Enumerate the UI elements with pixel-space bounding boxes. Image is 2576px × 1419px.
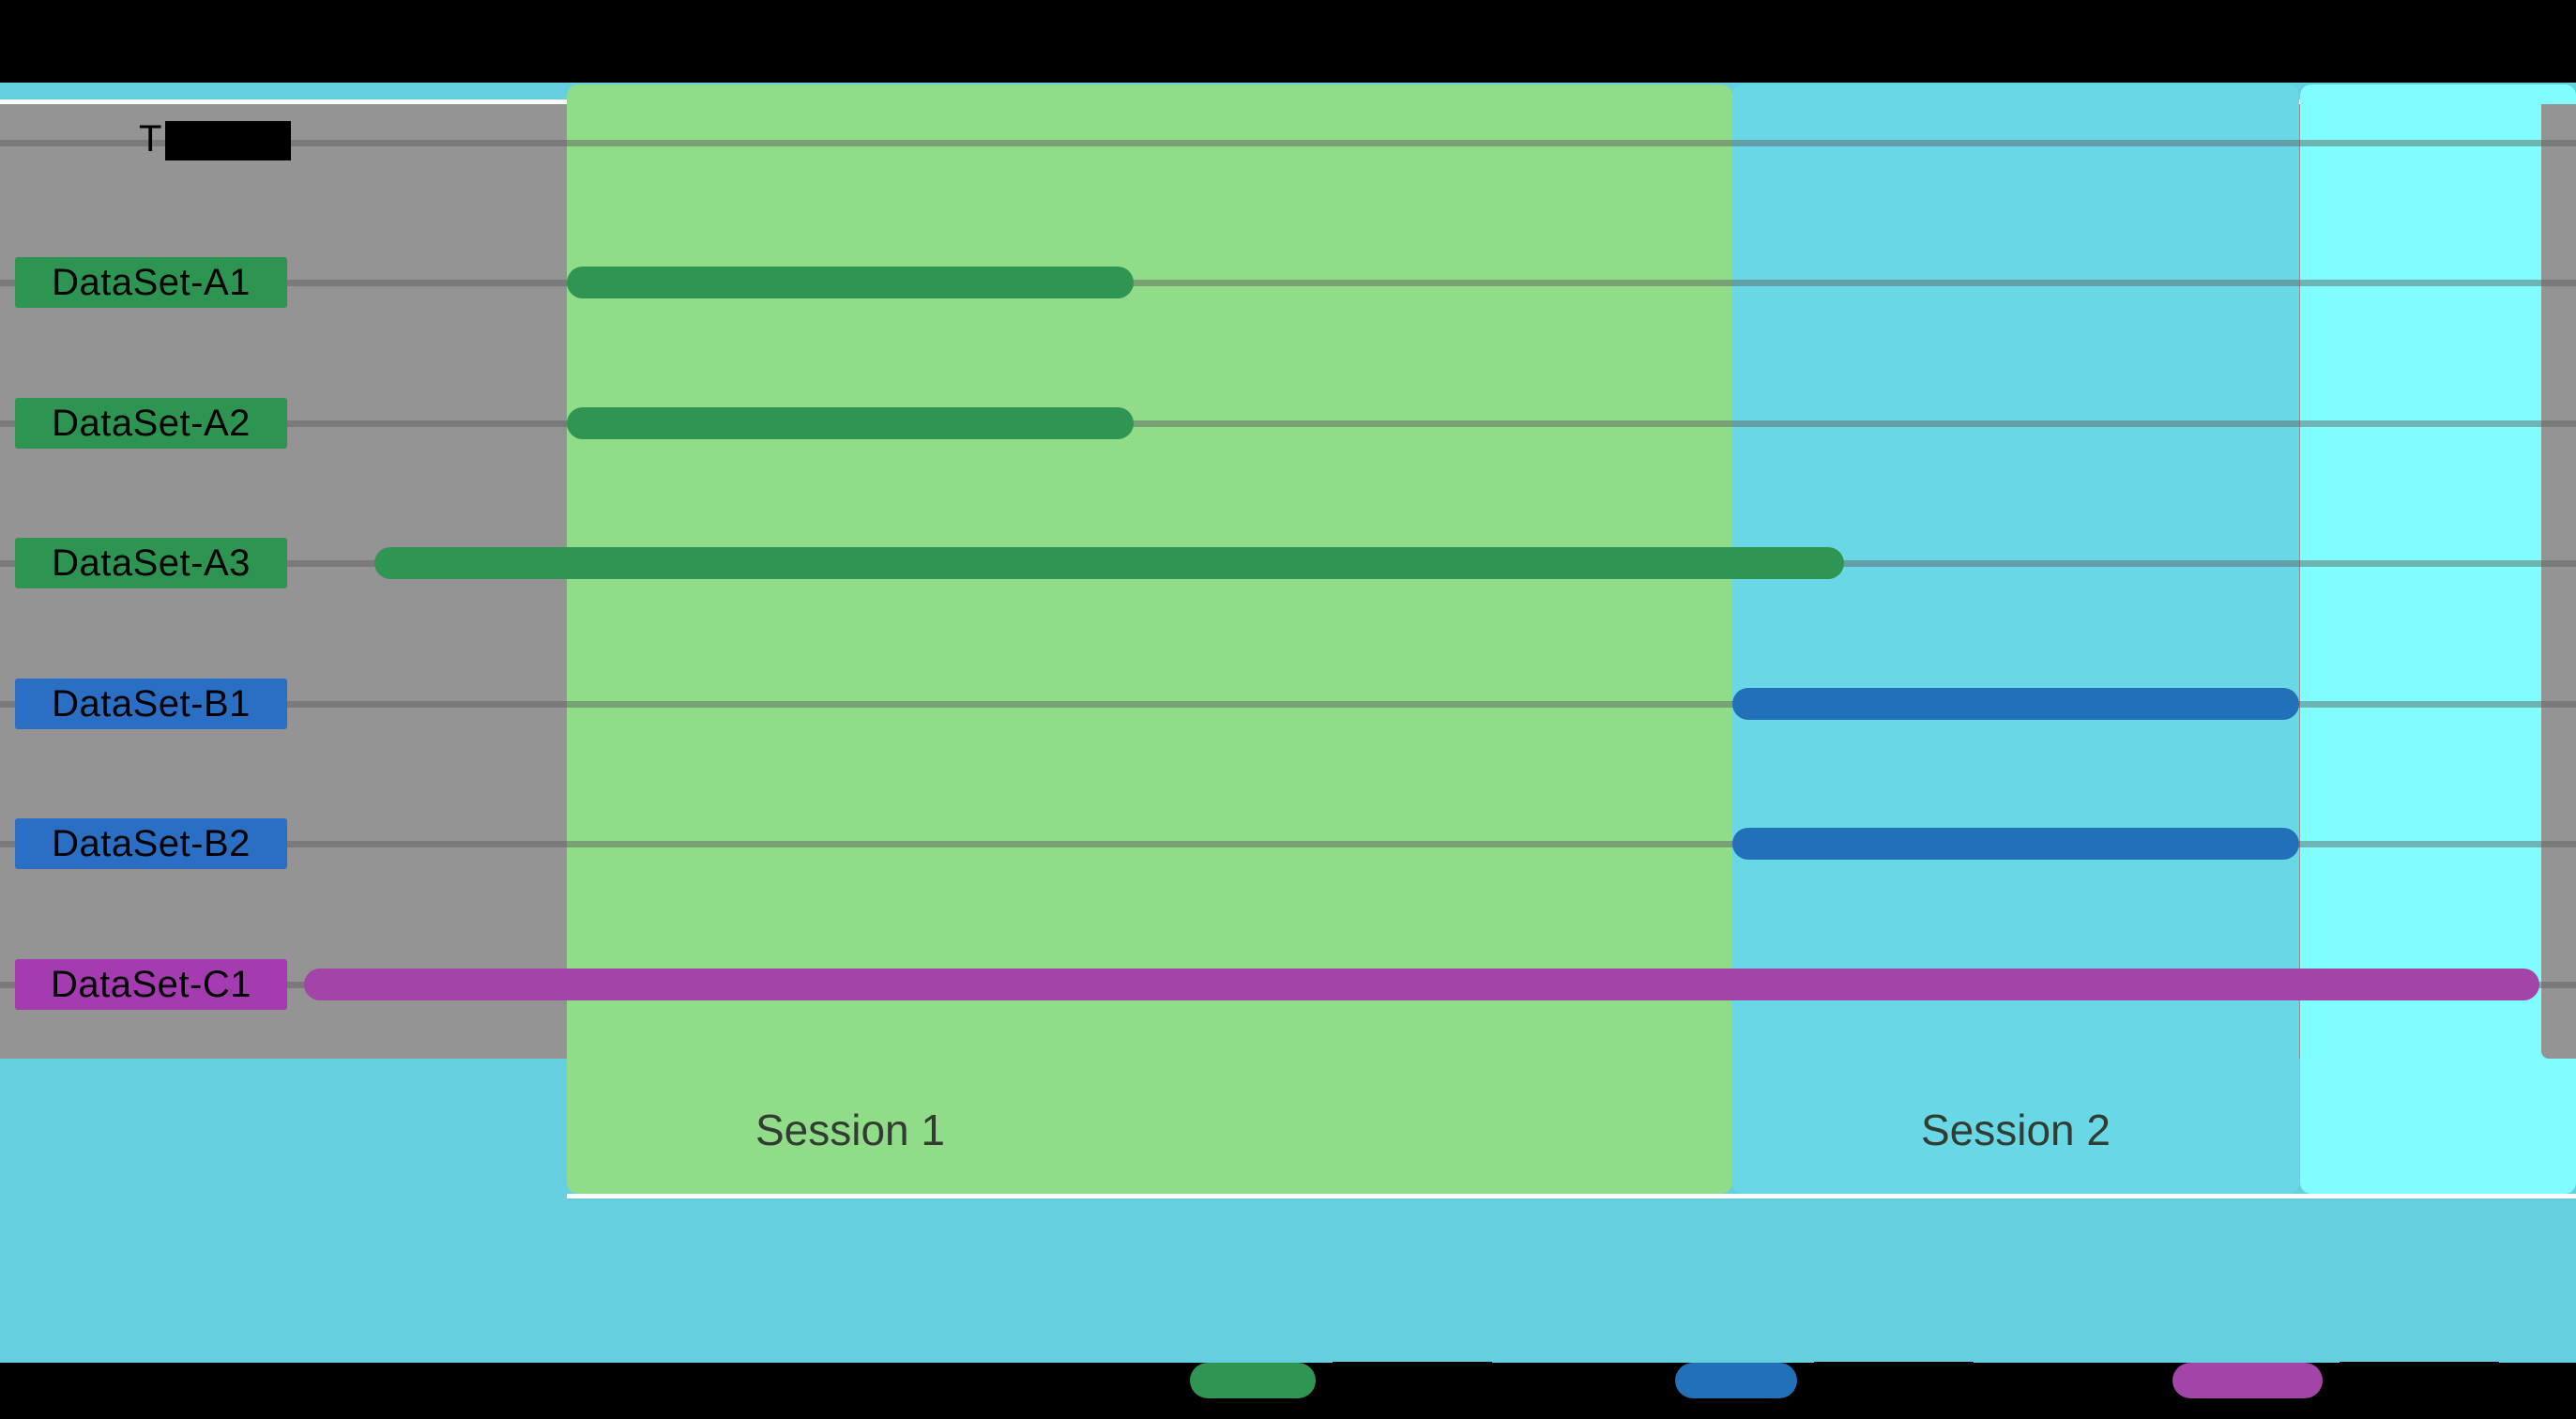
session-band-session-1 [567,84,1732,1194]
gridline-row-2 [0,420,2576,427]
legend-label-redacted-green [1333,1362,1492,1399]
task-bar-dataset-a3 [374,547,1844,579]
row-label-chip-dataset-a3: DataSet-A3 [15,538,287,588]
task-bar-dataset-a1 [567,267,1134,298]
top-redaction-bar [0,0,2576,83]
y-axis-header-redaction-box [165,121,291,160]
gridline-row-5 [0,841,2576,847]
gridline-row-0 [0,140,2576,146]
bands-bottom-border [567,1194,2576,1198]
task-bar-dataset-b2 [1732,828,2299,860]
row-label-chip-dataset-c1: DataSet-C1 [15,959,287,1010]
row-label-chip-dataset-b2: DataSet-B2 [15,818,287,869]
y-axis-header-visible-text: T [139,118,162,160]
legend-label-redacted-purple [2340,1362,2499,1399]
session-label-1: Session 1 [755,1106,946,1154]
session-band-session-2 [1732,84,2299,1194]
row-label-chip-dataset-b1: DataSet-B1 [15,679,287,729]
task-bar-dataset-a2 [567,407,1134,439]
legend-swatch-green [1190,1363,1316,1398]
row-label-chip-dataset-a1: DataSet-A1 [15,257,287,308]
row-label-chip-dataset-a2: DataSet-A2 [15,398,287,449]
task-bar-dataset-b1 [1732,688,2299,720]
legend-swatch-purple [2172,1363,2323,1398]
legend-swatch-blue [1675,1363,1797,1398]
gridline-row-1 [0,280,2576,286]
task-bar-dataset-c1 [304,969,2539,1000]
plot-right-margin [2541,104,2576,1059]
session-label-2: Session 2 [1920,1106,2111,1154]
legend-label-redacted-blue [1814,1362,1974,1399]
gridline-row-4 [0,701,2576,708]
session-band-unlabeled [2300,84,2576,1194]
